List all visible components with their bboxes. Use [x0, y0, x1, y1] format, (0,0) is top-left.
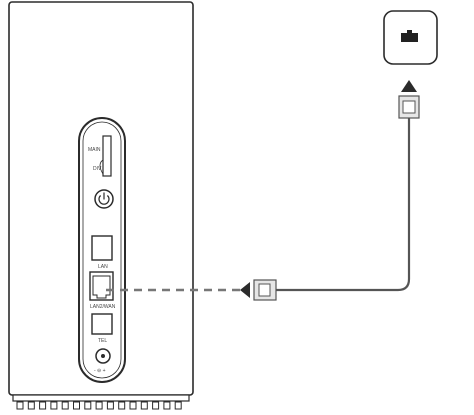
base-vent	[140, 401, 148, 410]
base-vent	[50, 401, 58, 410]
power-icon	[98, 192, 110, 205]
label-lan-wan: LAN2/WAN	[90, 304, 116, 310]
plugged-rj45-plug	[92, 275, 111, 299]
base-vent	[27, 401, 35, 410]
label-main: MAIN	[88, 147, 101, 153]
network-cable	[276, 118, 411, 292]
router-base	[12, 394, 190, 402]
base-vent	[61, 401, 69, 410]
base-vent	[118, 401, 126, 410]
power-button[interactable]	[94, 189, 114, 209]
base-vent	[152, 401, 160, 410]
rj45-plug-icon	[253, 279, 277, 301]
ethernet-wall-socket[interactable]	[383, 10, 438, 65]
power-jack[interactable]: - ⊖ +	[94, 348, 111, 374]
base-vent	[84, 401, 92, 410]
base-vent	[129, 401, 137, 410]
base-vent	[174, 401, 182, 410]
base-vent	[95, 401, 103, 410]
rear-panel-inner	[82, 121, 122, 379]
rj45-plug-icon-upper	[398, 95, 420, 119]
ethernet-wall-socket-icon	[401, 30, 418, 42]
lan-wan-port[interactable]: LAN2/WAN	[89, 271, 116, 310]
router: MAIN DIV LAN LAN2/WAN TEL	[8, 1, 194, 410]
arrow-left-icon	[240, 282, 250, 298]
base-vent	[16, 401, 24, 410]
tel-port[interactable]: TEL	[91, 313, 113, 344]
base-vent	[39, 401, 47, 410]
router-base-vents	[16, 401, 182, 410]
label-tel: TEL	[98, 338, 107, 344]
base-vent	[106, 401, 114, 410]
arrow-up-icon	[401, 80, 417, 92]
base-vent	[163, 401, 171, 410]
lan-port[interactable]: LAN	[91, 235, 113, 270]
base-vent	[73, 401, 80, 410]
sim-card-slot: MAIN DIV	[88, 135, 112, 177]
label-power-polarity: - ⊖ +	[94, 368, 106, 374]
label-div: DIV	[93, 166, 102, 172]
label-lan: LAN	[98, 264, 108, 270]
